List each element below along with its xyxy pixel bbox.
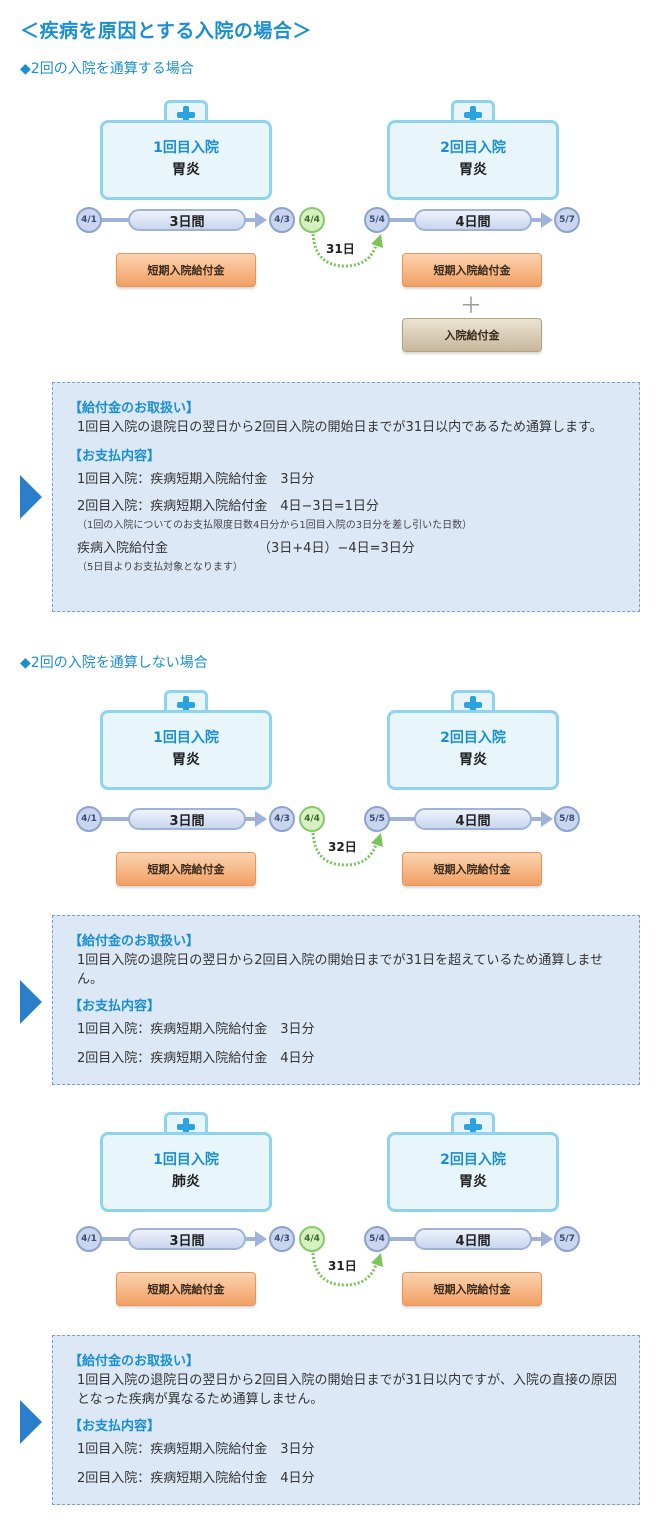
hospital-1: 1回目入院胃炎: [100, 100, 272, 200]
hospital-2: 2回目入院胃炎: [387, 100, 559, 200]
info-box-1: 【給付金のお取扱い】 1回目入院の退院日の翌日から2回目入院の開始日までが31日…: [52, 382, 640, 612]
gap-arrow-icon: [311, 1252, 383, 1287]
date-circle: 5/5: [364, 806, 390, 832]
date-circle: 4/3: [269, 207, 295, 233]
duration-bar: 4日間: [414, 808, 532, 830]
short-term-benefit-badge: 短期入院給付金: [116, 1272, 256, 1306]
hospital-cross-icon: [464, 106, 482, 124]
arrow-right-icon: [541, 811, 553, 827]
short-term-benefit-badge: 短期入院給付金: [402, 1272, 542, 1306]
hospital-label: 1回目入院: [153, 730, 219, 746]
hospital-cross-icon: [464, 696, 482, 714]
disease-label: 胃炎: [459, 752, 487, 768]
arrow-right-icon: [255, 811, 267, 827]
pointer-arrow-icon: [20, 980, 42, 1024]
arrow-right-icon: [255, 212, 267, 228]
info-box-2: 【給付金のお取扱い】 1回目入院の退院日の翌日から2回目入院の開始日までが31日…: [52, 915, 640, 1085]
duration-bar: 3日間: [128, 1228, 246, 1250]
date-circle-discharge: 4/4: [299, 806, 325, 832]
inpatient-benefit-badge: 入院給付金: [402, 318, 542, 352]
duration-bar: 3日間: [128, 209, 246, 231]
hospital-label: 2回目入院: [440, 1152, 506, 1168]
date-circle: 4/1: [76, 207, 102, 233]
short-term-benefit-badge: 短期入院給付金: [116, 253, 256, 287]
plus-sign: ＋: [460, 294, 483, 319]
date-circle: 4/3: [269, 806, 295, 832]
gap-days: 32日: [328, 840, 357, 854]
date-circle: 4/1: [76, 806, 102, 832]
date-circle: 5/4: [364, 1226, 390, 1252]
gap-arrow-icon: [311, 233, 383, 268]
date-circle-discharge: 4/4: [299, 1226, 325, 1252]
disease-label: 胃炎: [459, 162, 487, 178]
date-circle: 5/7: [554, 1226, 580, 1252]
hospital-1: 1回目入院肺炎: [100, 1112, 272, 1212]
hospital-1: 1回目入院胃炎: [100, 690, 272, 790]
pointer-arrow-icon: [20, 475, 42, 519]
hospital-cross-icon: [464, 1118, 482, 1136]
date-circle: 4/1: [76, 1226, 102, 1252]
hospital-cross-icon: [177, 696, 195, 714]
hospital-2: 2回目入院胃炎: [387, 690, 559, 790]
hospital-label: 2回目入院: [440, 730, 506, 746]
hospital-label: 1回目入院: [153, 140, 219, 156]
hospital-cross-icon: [177, 1118, 195, 1136]
date-circle: 5/8: [554, 806, 580, 832]
date-circle: 5/4: [364, 207, 390, 233]
disease-label: 胃炎: [172, 162, 200, 178]
disease-label: 肺炎: [172, 1174, 200, 1190]
info-box-3: 【給付金のお取扱い】 1回目入院の退院日の翌日から2回目入院の開始日までが31日…: [52, 1335, 640, 1505]
date-circle: 4/3: [269, 1226, 295, 1252]
arrow-right-icon: [255, 1231, 267, 1247]
gap-days: 31日: [328, 1259, 357, 1273]
duration-bar: 4日間: [414, 1228, 532, 1250]
pointer-arrow-icon: [20, 1400, 42, 1444]
disease-label: 胃炎: [172, 752, 200, 768]
gap-arrow-icon: [311, 832, 383, 867]
section-heading-1: ◆2回の入院を通算する場合: [20, 61, 194, 77]
hospital-2: 2回目入院胃炎: [387, 1112, 559, 1212]
page-title: ＜疾病を原因とする入院の場合＞: [20, 20, 312, 42]
arrow-right-icon: [541, 1231, 553, 1247]
arrow-right-icon: [541, 212, 553, 228]
gap-days: 31日: [326, 242, 355, 256]
date-circle-discharge: 4/4: [299, 207, 325, 233]
hospital-label: 1回目入院: [153, 1152, 219, 1168]
disease-label: 胃炎: [459, 1174, 487, 1190]
short-term-benefit-badge: 短期入院給付金: [116, 852, 256, 886]
duration-bar: 4日間: [414, 209, 532, 231]
duration-bar: 3日間: [128, 808, 246, 830]
short-term-benefit-badge: 短期入院給付金: [402, 253, 542, 287]
date-circle: 5/7: [554, 207, 580, 233]
section-heading-2: ◆2回の入院を通算しない場合: [20, 655, 208, 671]
short-term-benefit-badge: 短期入院給付金: [402, 852, 542, 886]
hospital-label: 2回目入院: [440, 140, 506, 156]
hospital-cross-icon: [177, 106, 195, 124]
